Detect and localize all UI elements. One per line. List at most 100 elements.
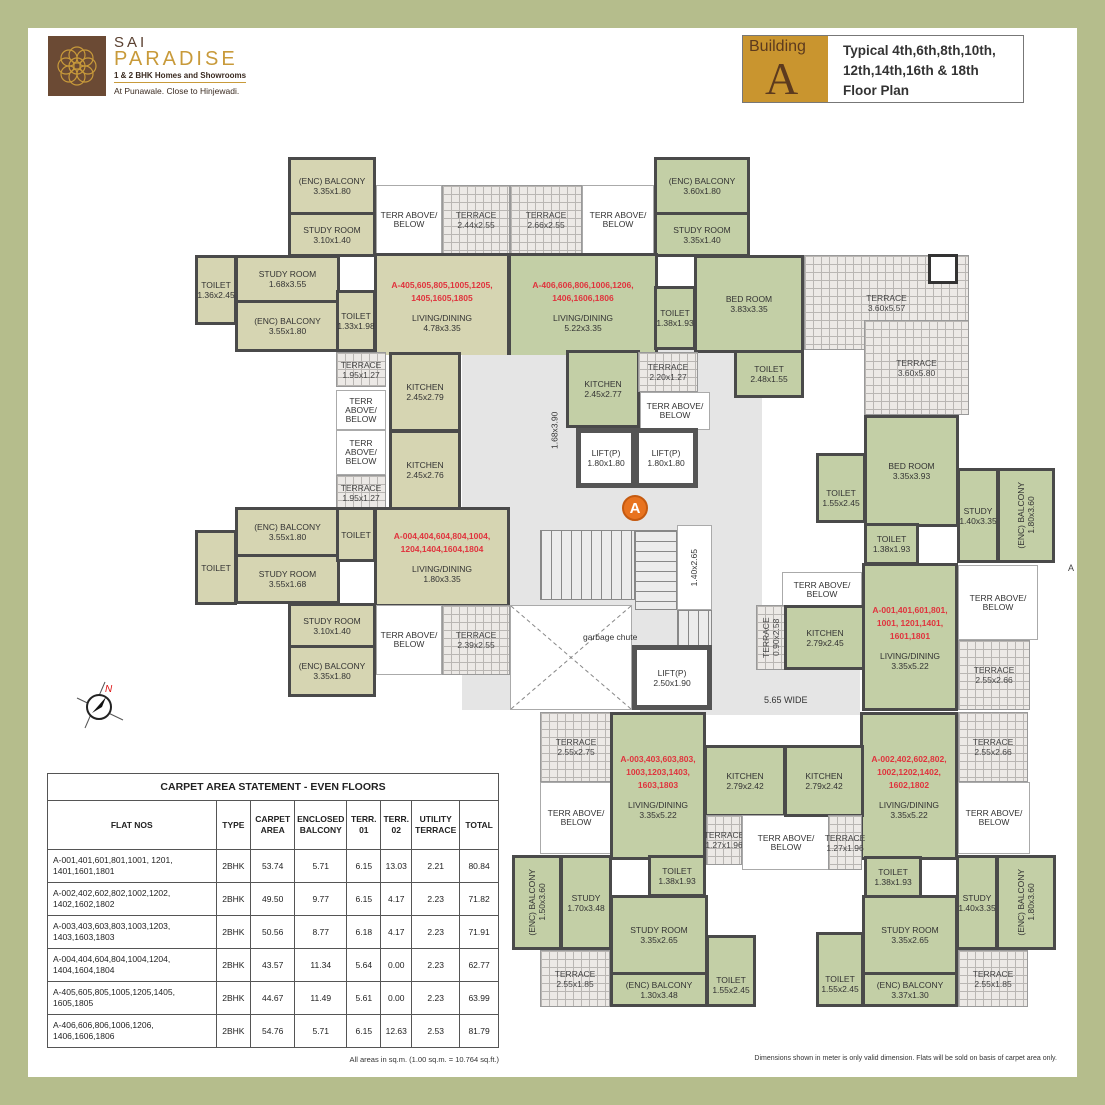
cell-util: 2.23	[411, 981, 461, 1015]
room-size: 4.78x3.35	[423, 322, 461, 333]
cell-enc: 8.77	[294, 915, 348, 949]
room-size: 2.44x2.55	[457, 220, 495, 230]
lift-size: 1.80x1.80	[587, 458, 625, 468]
col-terr-01: TERR. 01	[346, 800, 382, 850]
room-label: TOILET	[341, 311, 371, 321]
terr-above-below: TERR ABOVE/BELOW	[958, 782, 1030, 854]
room-size: 3.60x5.80	[897, 367, 936, 378]
room-label: TERRACE	[525, 210, 567, 220]
flat-number: A-003,403,603,803,	[620, 753, 696, 764]
disclaimer: Dimensions shown in meter is only valid …	[754, 1055, 1057, 1062]
room-size: 3.55x1.80	[268, 532, 307, 542]
terr-above-below: TERR ABOVE/BELOW	[336, 390, 386, 430]
room-size: 3.10x1.40	[313, 625, 351, 636]
flat-number: A-001,401,601,801,	[872, 604, 948, 615]
col-enclosed-balcony: ENCLOSED BALCONY	[294, 800, 348, 850]
cell-t2: 0.00	[380, 981, 413, 1015]
label: BELOW	[602, 219, 634, 229]
cell-t2: 12.63	[380, 1014, 413, 1048]
label: TERR ABOVE/	[965, 808, 1023, 818]
room-label: (ENC) BALCONY	[1016, 482, 1026, 549]
cell-t1: 6.15	[346, 849, 382, 883]
label: TERR ABOVE/	[380, 210, 438, 220]
staircase-flight	[635, 530, 677, 610]
room-label: STUDY ROOM	[673, 224, 731, 235]
cell-enc: 11.34	[294, 948, 348, 982]
cell-enc: 11.49	[294, 981, 348, 1015]
room-label: STUDY ROOM	[303, 224, 361, 235]
room-size: 3.83x3.35	[730, 304, 768, 314]
flat-number: A-004,404,604,804,1004,	[393, 531, 491, 541]
terr-above-below: TERR ABOVE/BELOW	[336, 430, 386, 475]
col-terr-02: TERR. 02	[380, 800, 413, 850]
room-label: (ENC) BALCONY	[876, 979, 944, 990]
room-label: TOILET	[341, 529, 371, 540]
room-label: TERRACE	[340, 359, 382, 370]
room-label: KITCHEN	[726, 771, 764, 781]
cell-flat: A-003,403,603,803,1003,1203, 1403,1603,1…	[47, 915, 217, 949]
room-size: 3.37x1.30	[891, 989, 929, 1000]
room-size: 2.45x2.76	[406, 470, 444, 480]
lift-size: 1.80x1.80	[647, 458, 685, 468]
label: TERR ABOVE/	[757, 832, 815, 843]
room-living-dining: A-405,605,805,1005,1205, 1405,1605,1805 …	[374, 253, 510, 355]
cell-total: 80.84	[459, 849, 499, 883]
room-size: 1.30x3.48	[640, 989, 678, 1000]
label: BELOW	[982, 601, 1014, 612]
building-marker: A	[622, 495, 648, 521]
lift-3: LIFT(P)2.50x1.90	[632, 645, 712, 710]
cell-flat: A-001,401,601,801,1001, 1201, 1401,1601,…	[47, 849, 217, 883]
room-size: 3.35x2.65	[891, 935, 929, 945]
room-terrace: TERRACE 0.90x2.58	[756, 605, 786, 670]
room-size: 2.48x1.55	[750, 374, 788, 384]
flat-number: A-405,605,805,1005,1205,	[391, 279, 493, 290]
shaft-dimension: 1.68x3.90	[549, 411, 560, 449]
room-label: KITCHEN	[805, 771, 843, 781]
room-size: 1.33x1.98	[337, 321, 375, 331]
terr-above-below: TERR ABOVE/BELOW	[376, 185, 442, 255]
room-size: 1.27x1.96	[826, 842, 864, 853]
lift-1: LIFT(P)1.80x1.80	[576, 428, 636, 488]
cell-util: 2.23	[411, 948, 461, 982]
room-size: 1.80x3.35	[423, 574, 461, 584]
cell-t2: 4.17	[380, 882, 413, 916]
cell-carpet: 44.67	[250, 981, 296, 1015]
room-size: 2.45x2.77	[584, 389, 622, 399]
flat-number: 1601,1801	[889, 630, 931, 641]
room-size: 2.79x2.42	[805, 781, 843, 791]
room-label: TOILET	[716, 975, 746, 985]
staircase-flight	[540, 530, 635, 600]
lotus-mandala-icon	[48, 36, 106, 96]
col-utility-terrace: UTILITY TERRACE	[411, 800, 461, 850]
room-size: 2.55x2.66	[975, 675, 1013, 685]
room-size: 2.39x2.55	[457, 640, 495, 650]
room-size: 2.45x2.79	[406, 392, 444, 402]
room-size: 2.55x2.75	[557, 747, 595, 757]
cell-carpet: 53.74	[250, 849, 296, 883]
room-label: STUDY ROOM	[258, 269, 317, 279]
room-size: 1.50x3.60	[537, 883, 547, 922]
cell-type: 2BHK	[215, 915, 252, 949]
room-size: 1.38x1.93	[874, 877, 912, 887]
room-size: 1.40x3.35	[958, 902, 996, 913]
room-label: LIVING/DINING	[880, 650, 940, 661]
room-label: TOILET	[201, 562, 231, 573]
building-badge-label: Building	[749, 38, 806, 55]
col-carpet-area: CARPET AREA	[250, 800, 296, 850]
